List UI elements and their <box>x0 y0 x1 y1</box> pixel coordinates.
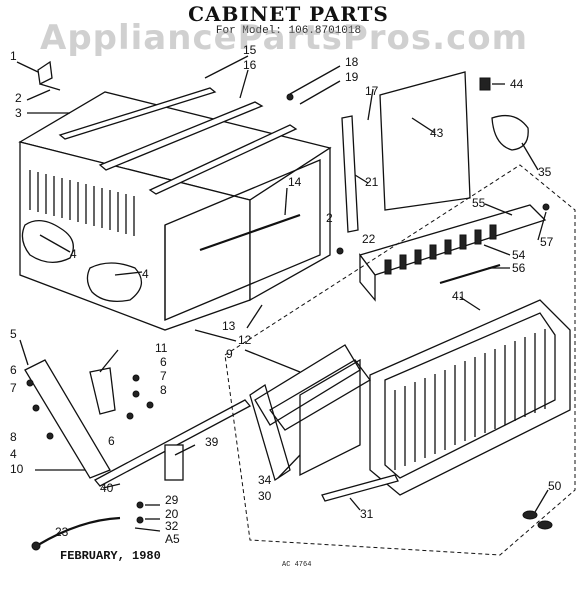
callout-29: 29 <box>165 493 179 507</box>
callout-2: 2 <box>15 91 22 105</box>
callout-5: 5 <box>10 327 17 341</box>
callout-50: 50 <box>548 479 562 493</box>
callout-8b: 8 <box>160 383 167 397</box>
callout-4b: 4 <box>142 267 149 281</box>
part-21-strip <box>341 115 359 233</box>
part-43-panel <box>379 71 471 211</box>
callout-2b: 2 <box>326 211 333 225</box>
callout-17: 17 <box>365 84 379 98</box>
callout-19: 19 <box>345 70 359 84</box>
callout-56: 56 <box>512 261 526 275</box>
callout-30: 30 <box>258 489 272 503</box>
callout-13: 13 <box>222 319 236 333</box>
callout-44: 44 <box>510 77 524 91</box>
part-34-filter-frame <box>249 344 371 482</box>
callout-54: 54 <box>512 248 526 262</box>
callout-57: 57 <box>540 235 554 249</box>
callout-18: 18 <box>345 55 359 69</box>
callout-15: 15 <box>243 43 257 57</box>
callout-7b: 7 <box>160 369 167 383</box>
control-bracket-assembly <box>358 204 547 302</box>
callout-23: 23 <box>55 525 69 539</box>
callout-6c: 6 <box>108 434 115 448</box>
callout-20: 20 <box>165 507 179 521</box>
callout-14: 14 <box>288 175 302 189</box>
callout-7a: 7 <box>10 381 17 395</box>
callout-10: 10 <box>10 462 24 476</box>
callout-21: 21 <box>365 175 379 189</box>
callout-32: 32 <box>165 519 179 533</box>
part-39-plate <box>164 444 184 481</box>
callout-6b: 6 <box>160 355 167 369</box>
callout-31: 31 <box>360 507 374 521</box>
leader-lines <box>16 55 549 532</box>
cabinet-shell <box>18 87 332 331</box>
callout-41: 41 <box>452 289 466 303</box>
callout-6a: 6 <box>10 363 17 377</box>
part-31-strip <box>321 474 399 502</box>
part-11-bracket <box>89 367 116 415</box>
callout-labels: 1 2 3 4 4 5 6 7 8 4 10 40 11 6 7 8 9 6 1… <box>10 43 562 546</box>
part-5-brace <box>24 359 111 479</box>
callout-12: 12 <box>238 333 252 347</box>
part-44-clip <box>479 77 491 91</box>
callout-4c: 4 <box>10 447 17 461</box>
watermark: AppliancePartsPros.com <box>40 18 529 58</box>
part-50-fasteners <box>522 510 553 530</box>
callout-55: 55 <box>472 196 486 210</box>
callout-11: 11 <box>155 341 168 355</box>
hardware-screws <box>26 93 550 524</box>
callout-A5: A5 <box>165 532 180 546</box>
model-subtitle: For Model: 106.8701018 <box>215 25 362 37</box>
diagram-title: CABINET PARTS <box>188 2 389 26</box>
callout-35: 35 <box>538 165 552 179</box>
callout-9: 9 <box>226 347 233 361</box>
part-1-bracket <box>37 60 61 91</box>
part-23-cord <box>37 516 121 546</box>
callout-1: 1 <box>10 49 17 63</box>
callout-8a: 8 <box>10 430 17 444</box>
part-41-front-grille <box>369 299 571 496</box>
callout-39: 39 <box>205 435 219 449</box>
callout-40: 40 <box>100 481 114 495</box>
callout-4a: 4 <box>70 247 77 261</box>
part-35-badge <box>491 114 529 151</box>
callout-22: 22 <box>362 232 376 246</box>
callout-34: 34 <box>258 473 272 487</box>
subassembly-boundary <box>224 164 576 556</box>
part-40-rail <box>93 399 252 487</box>
drawing-code: AC 4764 <box>282 561 312 569</box>
callout-3: 3 <box>15 106 22 120</box>
callout-43: 43 <box>430 126 444 140</box>
cord-terminal <box>31 541 41 551</box>
callout-16: 16 <box>243 58 257 72</box>
revision-date: FEBRUARY, 1980 <box>60 549 161 563</box>
